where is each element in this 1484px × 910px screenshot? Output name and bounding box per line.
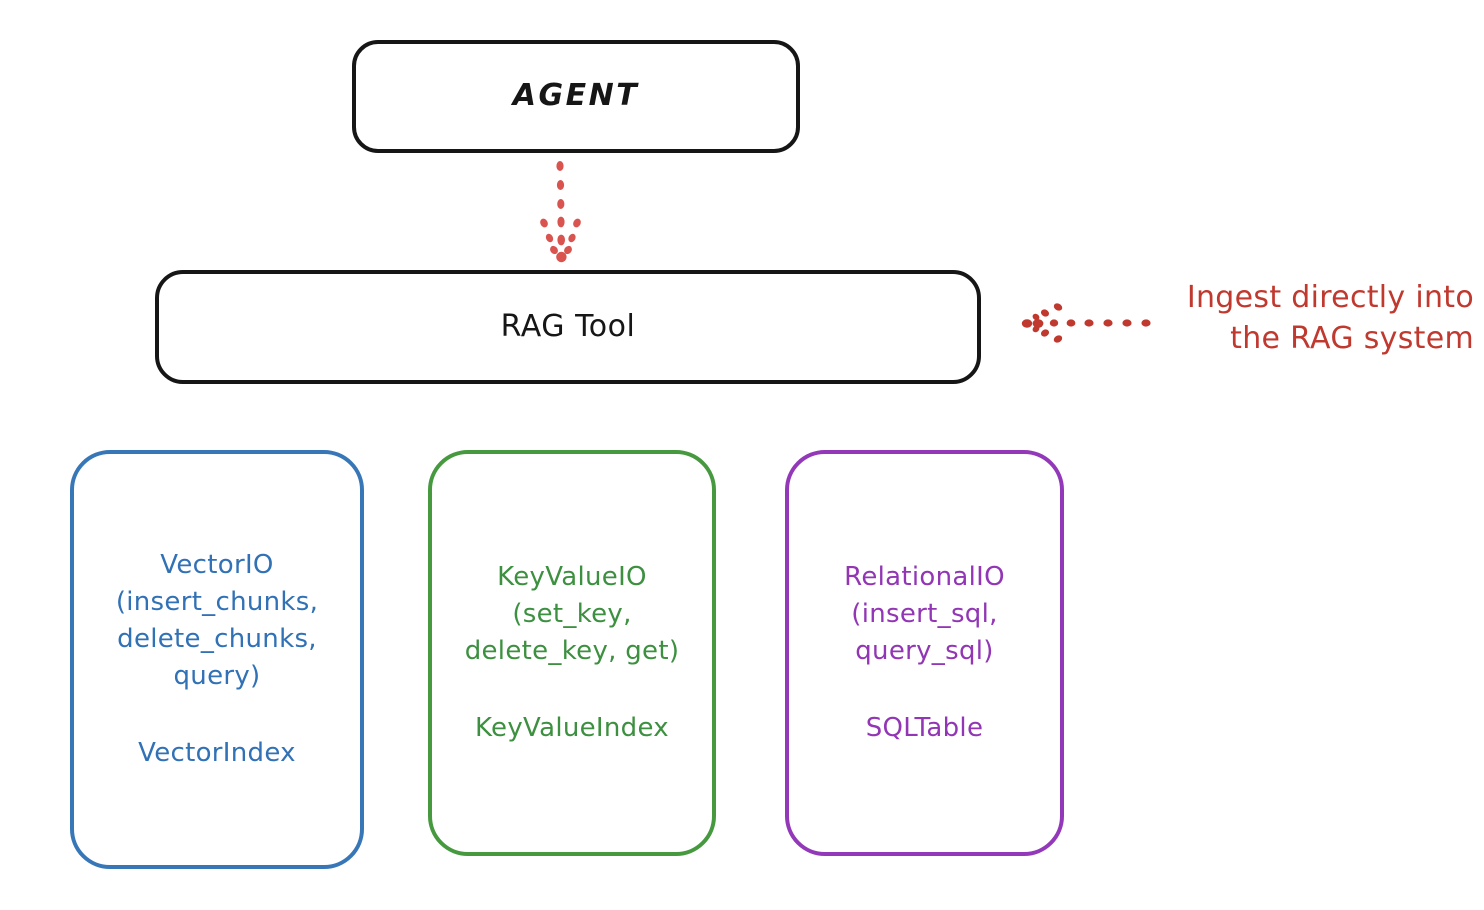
dotted-left-arrow-icon — [1018, 296, 1154, 350]
node-agent[interactable]: AGENT — [352, 40, 800, 153]
node-relational-io-label: RelationalIO (insert_sql, query_sql) — [844, 562, 1005, 666]
dotted-down-arrow-icon — [510, 160, 610, 270]
node-agent-label: AGENT — [512, 78, 640, 114]
node-vector-index-label: VectorIndex — [138, 737, 296, 768]
node-vector-io[interactable]: VectorIO (insert_chunks, delete_chunks, … — [70, 450, 364, 869]
node-key-value-io-label: KeyValueIO (set_key, delete_key, get) — [464, 562, 680, 666]
node-rag-tool[interactable]: RAG Tool — [155, 270, 981, 384]
node-vector-io-label: VectorIO (insert_chunks, delete_chunks, … — [115, 550, 319, 691]
node-rag-tool-label: RAG Tool — [500, 308, 636, 344]
node-key-value-io[interactable]: KeyValueIO (set_key, delete_key, get) Ke… — [428, 450, 716, 856]
annotation-ingest-note: Ingest directly into the RAG system — [1186, 280, 1474, 356]
node-relational-io[interactable]: RelationalIO (insert_sql, query_sql) SQL… — [785, 450, 1064, 856]
node-key-value-index-label: KeyValueIndex — [474, 712, 669, 743]
node-sql-table-label: SQLTable — [865, 712, 984, 743]
